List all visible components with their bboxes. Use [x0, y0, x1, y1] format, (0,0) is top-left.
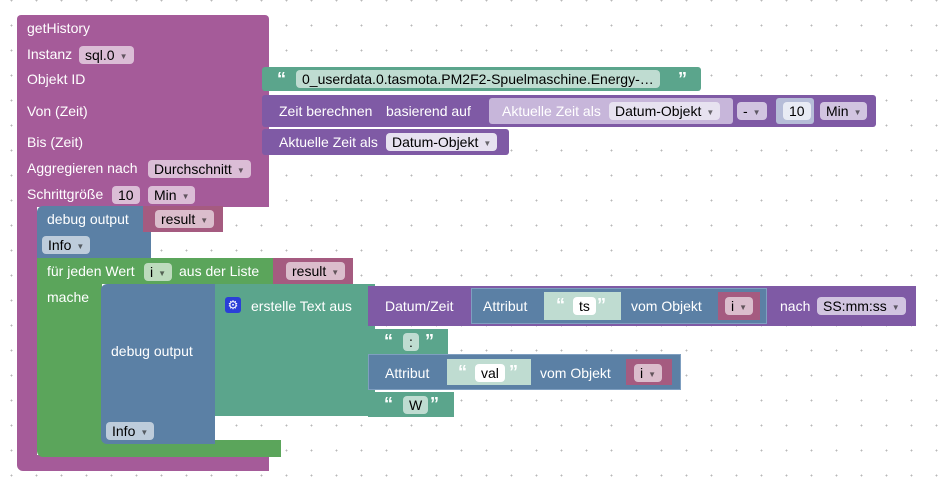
get-history-title: getHistory [27, 20, 91, 36]
close-quote-icon: ” [678, 69, 687, 89]
current-time-label: Aktuelle Zeit als [502, 103, 601, 119]
dropdown-arrow-icon: ▼ [891, 303, 900, 312]
dropdown-arrow-icon: ▼ [236, 166, 245, 175]
dropdown-arrow-icon: ▼ [158, 269, 167, 278]
attribute-name-input-1[interactable]: ts [573, 297, 596, 315]
result-variable-dropdown-1[interactable]: result ▼ [155, 210, 215, 228]
based-on-label: basierend auf [386, 103, 471, 119]
current-time-format-dropdown[interactable]: Datum-Objekt ▼ [609, 102, 721, 120]
open-quote-icon: “ [384, 394, 393, 414]
do-label: mache [47, 289, 90, 305]
close-quote-icon: ” [425, 331, 434, 351]
debug-level-dropdown-1[interactable]: Info ▼ [42, 236, 91, 254]
loop-variable-value: i [150, 264, 154, 280]
dropdown-arrow-icon: ▼ [483, 139, 492, 148]
get-history-bottom [17, 455, 269, 471]
debug-output-label-2: debug output [111, 343, 193, 359]
of-object-label-1: vom Objekt [631, 298, 702, 314]
step-unit-value: Min [154, 187, 177, 203]
of-object-label-2: vom Objekt [540, 365, 611, 381]
aggregate-dropdown[interactable]: Durchschnitt ▼ [148, 160, 251, 178]
object-id-input[interactable]: 0_userdata.0.tasmota.PM2F2-Spuelmaschine… [296, 70, 660, 88]
result-value-1: result [161, 211, 196, 227]
format-label: nach [780, 298, 811, 314]
list-variable-dropdown[interactable]: result ▼ [286, 262, 346, 280]
gear-icon[interactable]: ⚙ [225, 297, 241, 313]
dropdown-arrow-icon: ▼ [331, 268, 340, 277]
from-list-label: aus der Liste [179, 263, 260, 279]
current-time-format-value: Datum-Objekt [615, 103, 702, 119]
attribute-name-input-2[interactable]: val [475, 364, 505, 382]
open-quote-icon: “ [384, 331, 393, 351]
unit-dropdown[interactable]: Min ▼ [820, 102, 868, 120]
to-time-text: Aktuelle Zeit als [279, 134, 378, 150]
object-id-label: Objekt ID [27, 71, 86, 87]
format-value: SS:mm:ss [823, 298, 887, 314]
debug-output-block-2[interactable] [101, 284, 215, 444]
dropdown-arrow-icon: ▼ [119, 52, 128, 61]
time-calc-label: Zeit berechnen [279, 103, 373, 119]
open-quote-icon: “ [458, 362, 467, 382]
debug-level-value-1: Info [48, 237, 72, 253]
text-join-label: erstelle Text aus [251, 298, 352, 314]
for-each-bottom [37, 440, 281, 457]
from-time-label: Von (Zeit) [27, 103, 88, 119]
dropdown-arrow-icon: ▼ [181, 192, 190, 201]
unit-value: Min [826, 103, 849, 119]
list-variable-value: result [292, 263, 327, 279]
get-history-left-rail [17, 200, 37, 465]
instance-dropdown[interactable]: sql.0 ▼ [79, 46, 134, 64]
separator-input[interactable]: : [403, 333, 419, 351]
close-quote-icon: ” [597, 295, 606, 315]
format-dropdown[interactable]: SS:mm:ss ▼ [817, 297, 906, 315]
aggregate-value: Durchschnitt [154, 161, 232, 177]
dropdown-arrow-icon: ▼ [200, 216, 209, 225]
aggregate-label: Aggregieren nach [27, 160, 138, 176]
debug-level-value-2: Info [112, 423, 136, 439]
open-quote-icon: “ [556, 295, 565, 315]
to-time-label: Bis (Zeit) [27, 134, 83, 150]
object-variable-value-2: i [640, 365, 644, 381]
step-label: Schrittgröße [27, 186, 104, 202]
dropdown-arrow-icon: ▼ [739, 303, 748, 312]
close-quote-icon: ” [509, 362, 518, 382]
dropdown-arrow-icon: ▼ [648, 370, 657, 379]
dropdown-arrow-icon: ▼ [853, 108, 862, 117]
operator-value: - [743, 103, 748, 119]
object-variable-dropdown-2[interactable]: i▼ [634, 364, 663, 382]
text-join-block[interactable] [215, 284, 375, 416]
debug-level-dropdown-2[interactable]: Info ▼ [106, 422, 155, 440]
dropdown-arrow-icon: ▼ [752, 108, 761, 117]
for-each-label: für jeden Wert [47, 263, 135, 279]
dropdown-arrow-icon: ▼ [706, 108, 715, 117]
for-each-rail [37, 280, 102, 450]
instance-label: Instanz [27, 46, 73, 62]
suffix-input[interactable]: W [403, 396, 429, 414]
attribute-label-2: Attribut [385, 365, 430, 381]
attribute-label-1: Attribut [483, 298, 528, 314]
debug-output-label-1: debug output [47, 211, 129, 227]
dropdown-arrow-icon: ▼ [76, 242, 85, 251]
close-quote-icon: ” [430, 394, 439, 414]
to-time-format-value: Datum-Objekt [392, 134, 479, 150]
date-time-label: Datum/Zeit [385, 298, 454, 314]
object-variable-value-1: i [731, 298, 735, 314]
loop-variable-dropdown[interactable]: i▼ [144, 263, 173, 281]
to-time-format-dropdown[interactable]: Datum-Objekt ▼ [386, 133, 498, 151]
object-variable-dropdown-1[interactable]: i▼ [725, 297, 754, 315]
instance-value: sql.0 [85, 47, 115, 63]
amount-input[interactable]: 10 [783, 102, 811, 120]
dropdown-arrow-icon: ▼ [140, 428, 149, 437]
step-input[interactable]: 10 [112, 186, 140, 204]
open-quote-icon: “ [277, 69, 286, 89]
step-unit-dropdown[interactable]: Min ▼ [148, 186, 196, 204]
operator-dropdown[interactable]: -▼ [737, 102, 767, 120]
